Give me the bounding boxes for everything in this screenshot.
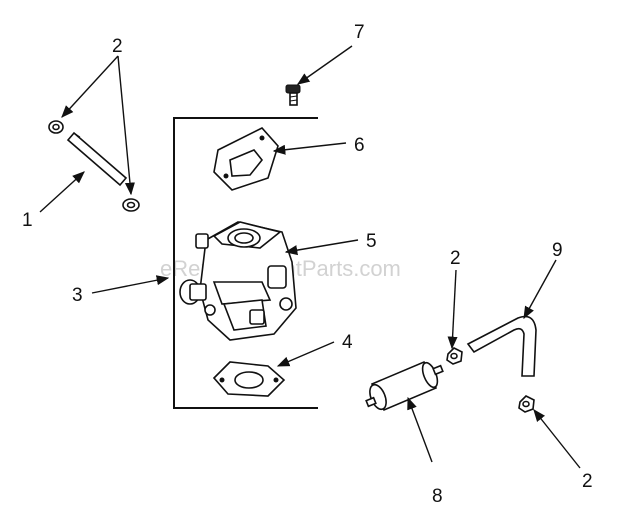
screw — [285, 84, 301, 106]
fuel-filter — [365, 360, 444, 412]
group-bracket — [173, 117, 318, 409]
callout-2-mid: 2 — [450, 248, 461, 269]
clamp-bottom-right — [518, 395, 535, 413]
leader-2d — [533, 409, 581, 469]
callout-6: 6 — [354, 135, 365, 156]
leader-2c — [447, 269, 458, 350]
callout-1: 1 — [22, 210, 33, 231]
callout-7: 7 — [354, 22, 365, 43]
leader-6 — [272, 142, 347, 155]
callout-5: 5 — [366, 231, 377, 252]
clamp-top-right — [122, 198, 140, 212]
callout-2-bottom: 2 — [582, 471, 593, 492]
leader-7 — [296, 45, 353, 85]
elbow-hose — [466, 315, 537, 377]
leader-2a — [61, 55, 119, 118]
clamp-mid-right — [446, 347, 463, 365]
leader-4 — [276, 341, 335, 367]
clamp-top-left — [48, 120, 64, 134]
leader-9 — [523, 259, 557, 320]
fuel-line — [66, 131, 128, 187]
gasket-bottom — [212, 361, 286, 397]
leader-2b — [117, 55, 135, 196]
callout-2-top: 2 — [112, 36, 123, 57]
leader-3 — [91, 275, 170, 294]
callout-8: 8 — [432, 486, 443, 507]
leader-1 — [39, 171, 85, 213]
callout-4: 4 — [342, 332, 353, 353]
callout-9: 9 — [552, 240, 563, 261]
callout-3: 3 — [72, 285, 83, 306]
carburetor — [195, 221, 297, 341]
leader-8 — [407, 396, 433, 463]
carburetor-knob — [179, 279, 207, 305]
leader-5 — [284, 239, 359, 256]
gasket-top — [213, 127, 279, 191]
